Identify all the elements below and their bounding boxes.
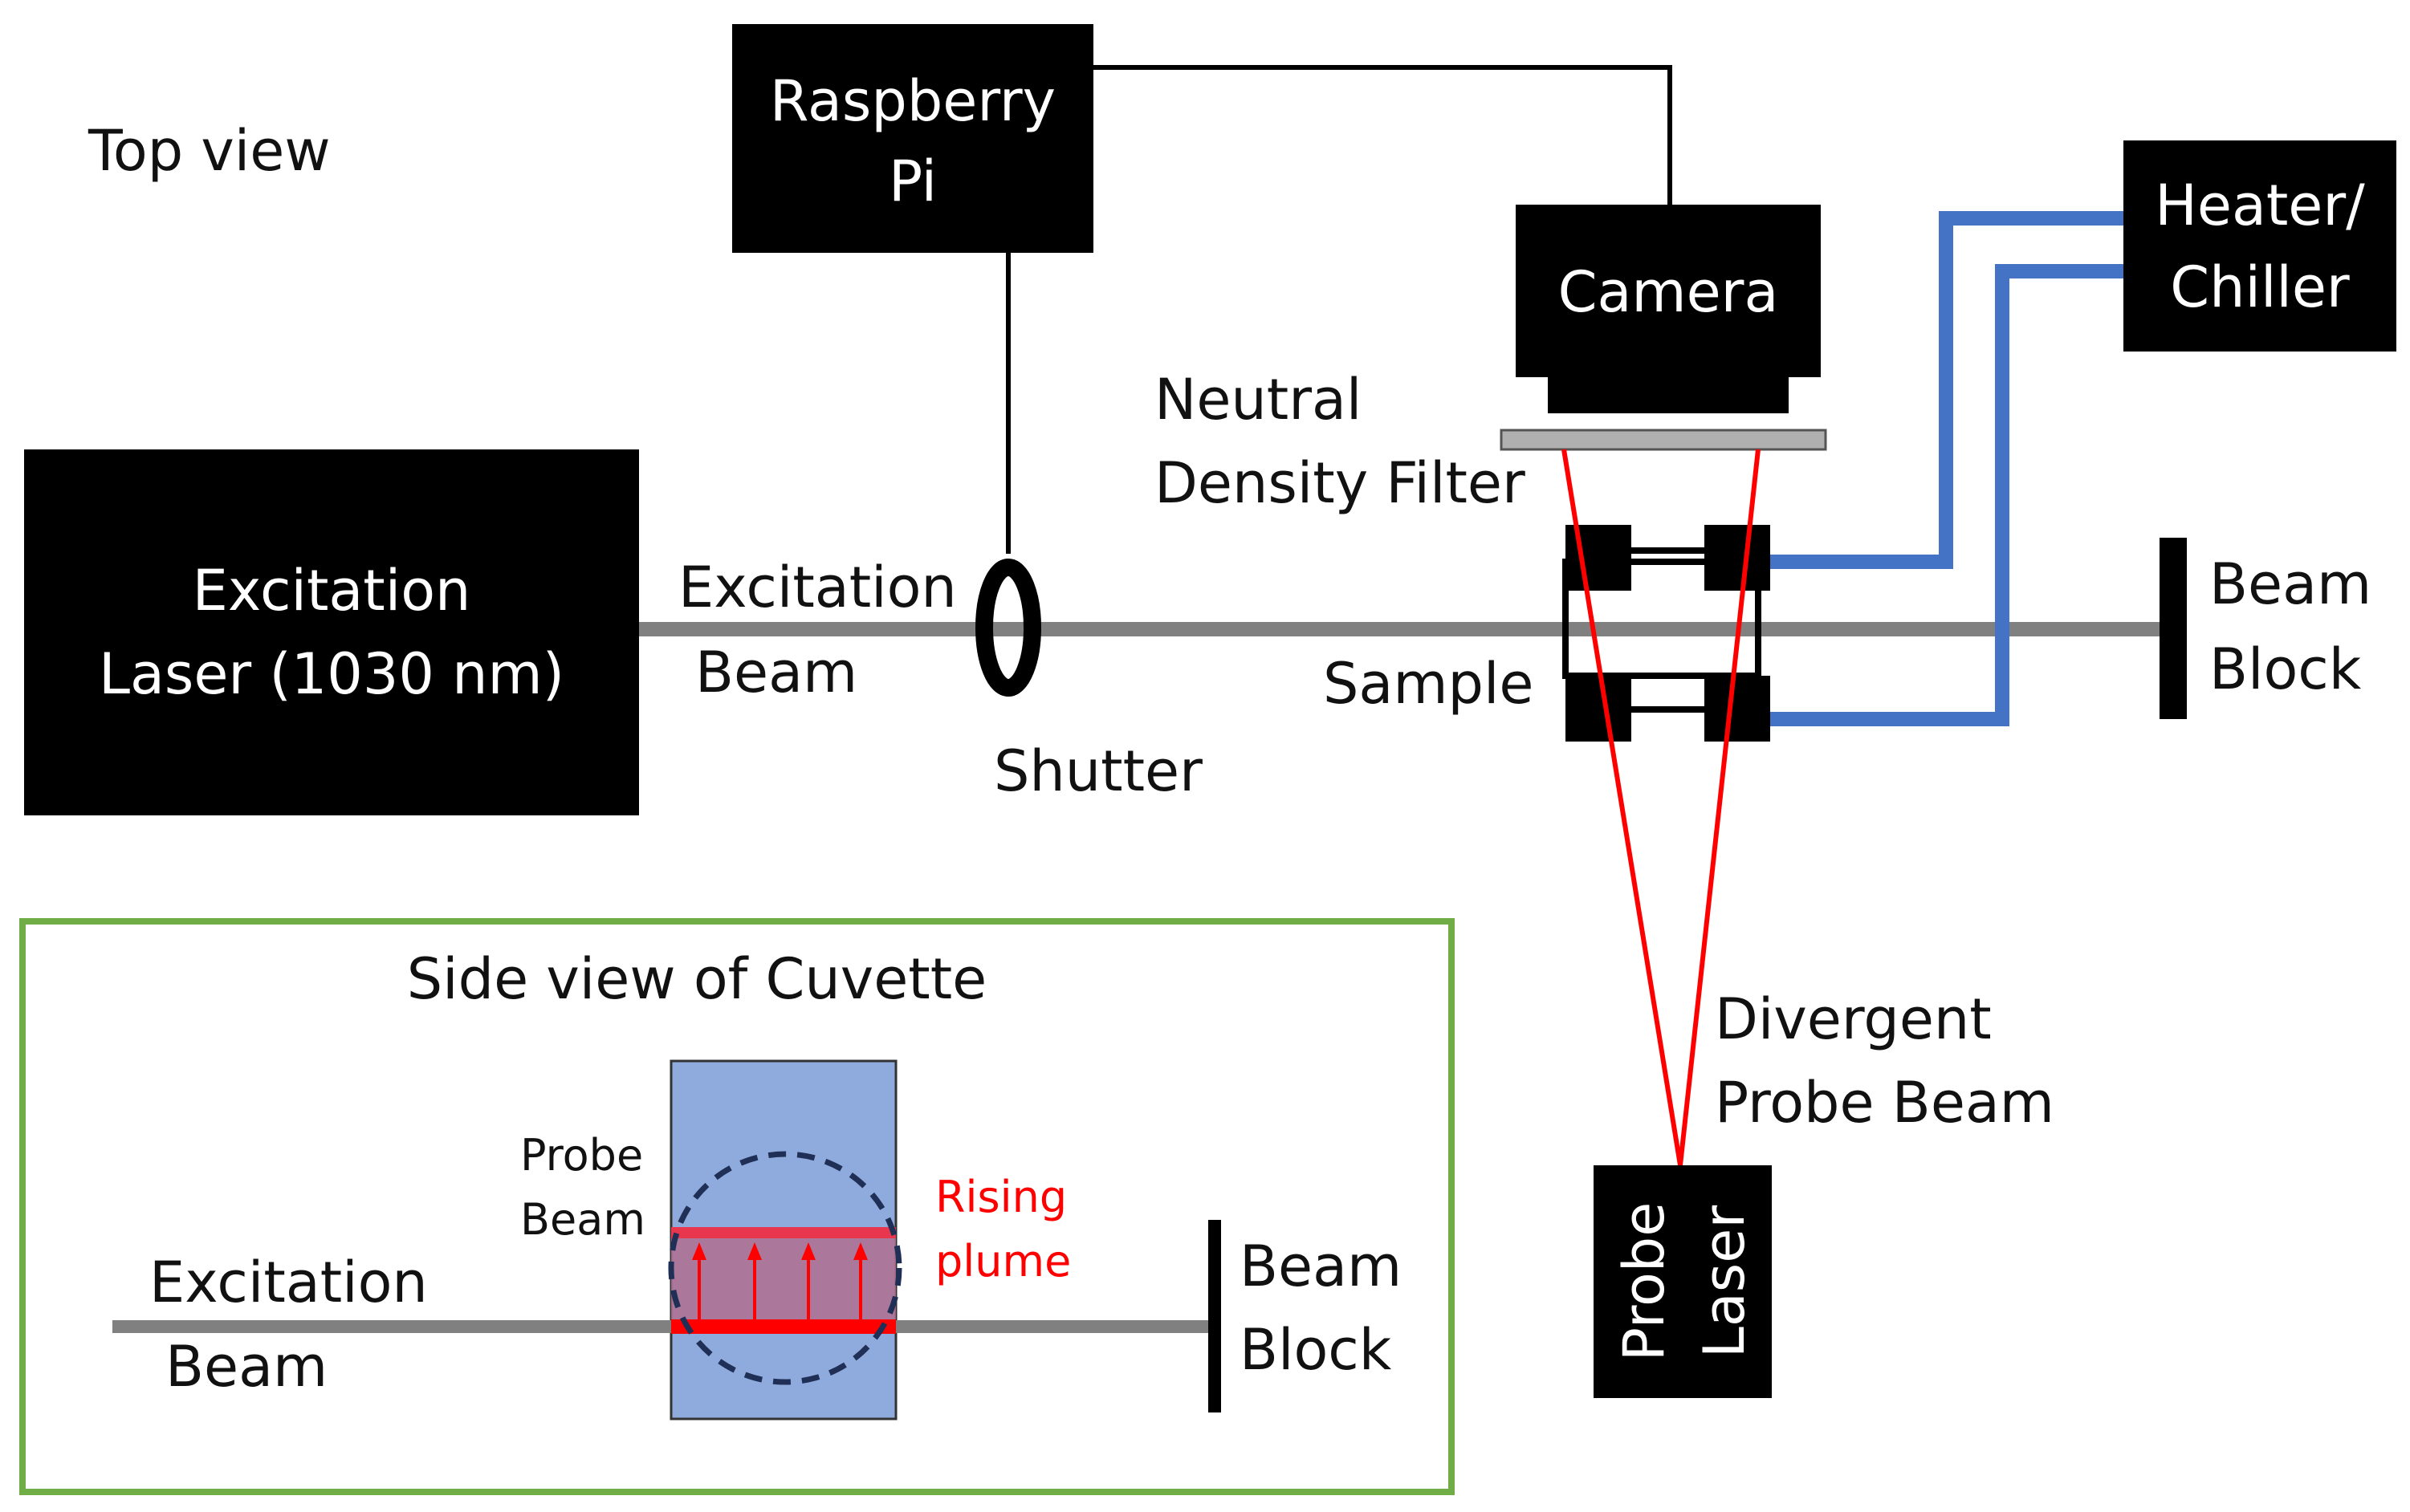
- beam-block-top-label-line1: Beam: [2209, 551, 2371, 617]
- excitation-laser-label-line1: Excitation: [193, 558, 471, 624]
- plume-arrowhead-1: [692, 1242, 706, 1260]
- plume-arrowhead-4: [853, 1242, 868, 1260]
- rising-plume-region: [671, 1230, 896, 1324]
- excitation-laser-box: [24, 449, 639, 815]
- rising-plume-label-line2: plume: [935, 1236, 1071, 1286]
- heater-chiller-label-line2: Chiller: [2170, 254, 2350, 320]
- inset-excitation-beam-label-line2: Beam: [165, 1334, 328, 1400]
- divergent-probe-beam-label-line1: Divergent: [1715, 986, 1992, 1052]
- beam-block-top: [2160, 538, 2187, 719]
- plume-arrowhead-2: [747, 1242, 762, 1260]
- neutral-density-filter: [1500, 429, 1827, 451]
- camera-label: Camera: [1558, 259, 1779, 325]
- top-view-title: Top view: [88, 118, 331, 184]
- side-view-inset: [19, 918, 1455, 1495]
- sample-cuvette-frame: [1562, 559, 1761, 679]
- probe-beam-right: [1678, 449, 1761, 1166]
- nd-filter-label-line2: Density Filter: [1154, 450, 1525, 516]
- inset-probe-beam-label-line1: Probe: [520, 1130, 643, 1181]
- nd-filter-label-line1: Neutral: [1154, 367, 1362, 433]
- coolant-line-upper: [1766, 211, 2123, 569]
- camera-lens: [1548, 377, 1789, 413]
- inset-probe-beam-label-line2: Beam: [520, 1194, 645, 1245]
- sample-label: Sample: [1323, 651, 1533, 717]
- raspberry-pi-label-line2: Pi: [889, 148, 937, 214]
- inset-beam-block-label-line1: Beam: [1240, 1234, 1402, 1299]
- excitation-beam-label-line2: Beam: [695, 640, 857, 705]
- raspberry-pi-label-line1: Raspberry: [770, 68, 1056, 134]
- probe-laser-label-line2: Laser: [1691, 1205, 1757, 1358]
- excitation-beam-label-line1: Excitation: [678, 555, 957, 620]
- heater-chiller-label-line1: Heater/: [2155, 173, 2365, 238]
- rising-plume-label-line1: Rising: [935, 1172, 1067, 1222]
- excitation-laser-label-line2: Laser (1030 nm): [99, 641, 564, 707]
- pi-camera-wire: [1093, 65, 1672, 205]
- sample-clamp-bottom-right: [1704, 676, 1770, 742]
- inset-excitation-beam-label-line1: Excitation: [149, 1250, 428, 1315]
- probe-beam-left: [1561, 449, 1683, 1166]
- inset-beam-block-label-line2: Block: [1240, 1317, 1392, 1383]
- coolant-line-lower: [1766, 264, 2123, 726]
- camera-body: [1516, 205, 1821, 377]
- divergent-probe-beam-label-line2: Probe Beam: [1715, 1070, 2054, 1136]
- side-view-title: Side view of Cuvette: [407, 946, 987, 1012]
- sample-clamp-top-right: [1704, 525, 1770, 591]
- sample-clamp-bottom-left: [1565, 676, 1631, 742]
- raspberry-pi-box: [732, 24, 1093, 253]
- heater-chiller-box: [2123, 140, 2396, 352]
- plume-arrows: [692, 1242, 868, 1319]
- probe-laser-box: [1594, 1165, 1772, 1398]
- inset-beam-block: [1208, 1220, 1221, 1412]
- probe-laser-label-line1: Probe: [1611, 1202, 1677, 1362]
- shutter-label: Shutter: [994, 738, 1203, 804]
- plume-arrowhead-3: [801, 1242, 816, 1260]
- probe-beam-circle: [668, 1151, 902, 1385]
- shutter-ring: [975, 559, 1041, 697]
- beam-block-top-label-line2: Block: [2209, 636, 2362, 702]
